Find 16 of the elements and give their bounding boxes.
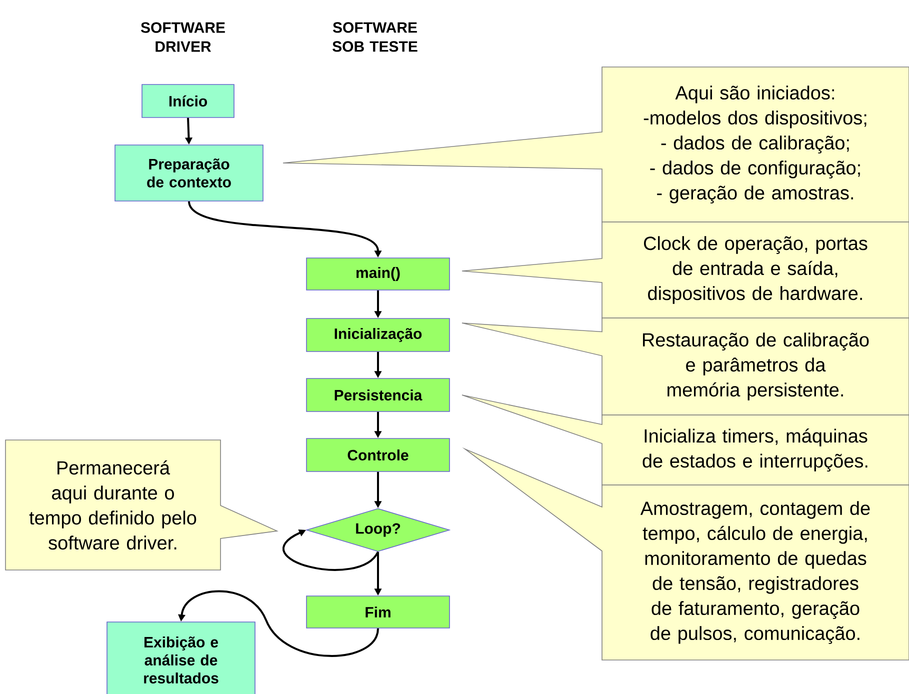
column-heading: SOFTWARE DRIVER [140, 22, 225, 52]
process-box: Controle [306, 438, 450, 472]
node-label: Amostragem, contagem de tempo, cálculo de energia, monitoramento de quedas de tensão, registradores de faturamento, geração de pulsos, comunicação. [640, 501, 870, 644]
callout-box: Clock de operação, portas de entrada e saída, dispositivos de hardware. [462, 222, 909, 318]
callout-box: Permanecerá aqui durante o tempo definido pelo software driver. [5, 440, 278, 570]
process-box: Exibição e análise de resultados [106, 622, 256, 694]
process-box: Fim [306, 596, 450, 628]
callout-box: Aqui são iniciados: -modelos dos dispositivos; - dados de calibração; - dados de configuração; - geração de amostras. [282, 66, 909, 222]
process-box: Preparação de contexto [114, 144, 264, 202]
arrow [282, 529, 379, 571]
process-box: main() [306, 258, 450, 290]
callout-box: Restauração de calibração e parâmetros da memória persistente. [462, 318, 909, 416]
process-box: Início [142, 84, 234, 118]
process-box: Persistencia [306, 378, 450, 412]
process-box: Inicialização [306, 318, 450, 352]
column-heading: SOFTWARE SOB TESTE [332, 22, 418, 52]
